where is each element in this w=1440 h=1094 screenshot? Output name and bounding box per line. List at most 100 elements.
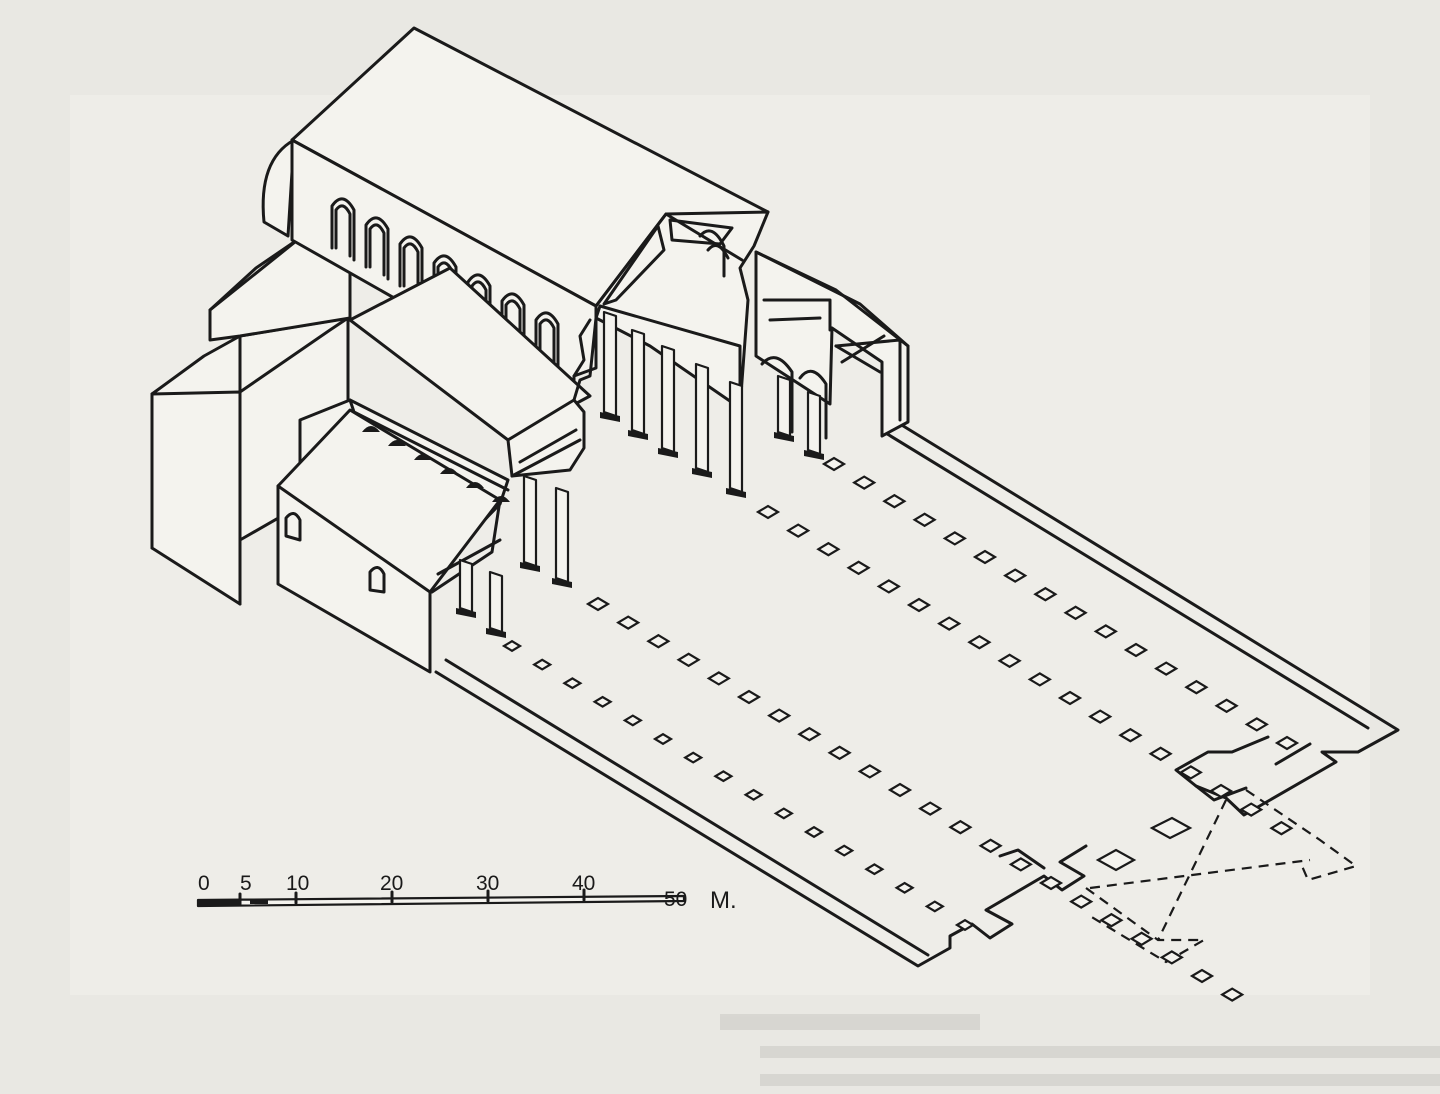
pier bbox=[622, 714, 643, 727]
column-base bbox=[520, 562, 540, 572]
pier bbox=[978, 838, 1003, 854]
pier bbox=[906, 597, 932, 613]
column-shaft bbox=[488, 570, 504, 634]
column-shaft bbox=[776, 374, 792, 438]
pier bbox=[1063, 605, 1088, 621]
pier bbox=[1088, 709, 1113, 724]
clerestory-window-reveal bbox=[538, 318, 556, 372]
clerestory-window bbox=[364, 216, 390, 281]
left-aisle bbox=[276, 266, 592, 674]
clerestory-window bbox=[432, 254, 458, 319]
scale-tick-10: 10 bbox=[286, 872, 309, 895]
column-shaft bbox=[630, 328, 646, 436]
scale-tick-0: 0 bbox=[198, 872, 210, 895]
pier bbox=[852, 475, 877, 490]
pier bbox=[1129, 931, 1154, 947]
nave-section bbox=[506, 304, 602, 478]
pier bbox=[562, 677, 583, 690]
pier bbox=[816, 541, 841, 557]
scale-tick-50: 50 bbox=[664, 888, 687, 911]
column-base bbox=[486, 628, 506, 638]
clerestory-window bbox=[330, 197, 356, 262]
pier bbox=[501, 639, 523, 653]
pier bbox=[857, 764, 882, 779]
pier bbox=[713, 770, 734, 783]
pier bbox=[864, 863, 885, 876]
pier bbox=[592, 695, 613, 708]
column-base bbox=[774, 432, 794, 442]
pier bbox=[1093, 624, 1118, 639]
pier bbox=[894, 881, 915, 894]
transept-piers bbox=[1095, 816, 1193, 872]
pier bbox=[736, 689, 762, 705]
page-text-bleed bbox=[720, 1014, 1440, 1086]
pier bbox=[706, 671, 731, 686]
dashed-crossing bbox=[1085, 789, 1359, 964]
pier bbox=[924, 900, 945, 913]
clerestory-window-reveal bbox=[368, 223, 386, 277]
clerestory-window bbox=[398, 235, 424, 300]
scale-tick-40: 40 bbox=[572, 872, 595, 895]
pier bbox=[1159, 950, 1184, 965]
pier bbox=[1148, 746, 1173, 762]
column-shaft bbox=[806, 390, 822, 456]
pier bbox=[834, 844, 855, 857]
pier bbox=[1038, 875, 1064, 891]
aisle-arch bbox=[440, 468, 458, 474]
aisle-arch bbox=[466, 482, 484, 488]
aisle-arches bbox=[362, 426, 510, 502]
pier bbox=[773, 807, 794, 820]
scale-tick-30: 30 bbox=[476, 872, 499, 895]
pier bbox=[1189, 968, 1215, 984]
pier bbox=[1220, 987, 1245, 1002]
pier bbox=[942, 531, 967, 546]
column-shaft bbox=[694, 362, 710, 474]
column-shaft bbox=[458, 558, 474, 614]
pier bbox=[972, 549, 998, 565]
pier bbox=[797, 726, 822, 742]
pier bbox=[1274, 735, 1300, 751]
pier bbox=[1027, 672, 1052, 687]
pier bbox=[1184, 679, 1209, 695]
pier bbox=[767, 708, 792, 723]
pier bbox=[676, 652, 701, 668]
aisle-arch bbox=[388, 440, 406, 446]
pier bbox=[616, 615, 641, 630]
pier bbox=[1239, 802, 1264, 817]
nave-columns bbox=[456, 310, 824, 638]
pier bbox=[827, 745, 852, 761]
column-base bbox=[628, 430, 648, 440]
column-base bbox=[658, 448, 678, 458]
column-base bbox=[692, 468, 712, 478]
column-base bbox=[804, 450, 824, 460]
pier bbox=[1244, 717, 1269, 732]
pier bbox=[1008, 857, 1033, 872]
pier bbox=[846, 560, 871, 576]
scale-tick-20: 20 bbox=[380, 872, 403, 895]
pier bbox=[821, 456, 847, 472]
column-base bbox=[600, 412, 620, 422]
pier bbox=[876, 579, 901, 594]
pier bbox=[1178, 765, 1203, 780]
clerestory-window-reveal bbox=[402, 242, 420, 296]
column-shaft bbox=[660, 344, 676, 454]
pier bbox=[786, 523, 811, 538]
column-shaft bbox=[522, 474, 538, 568]
column-shaft bbox=[554, 486, 570, 584]
pier bbox=[912, 512, 937, 528]
scale-bar-black-segment-2 bbox=[250, 899, 268, 904]
pier bbox=[954, 918, 976, 932]
pier bbox=[803, 825, 825, 839]
pier bbox=[1123, 642, 1149, 658]
clerestory-window bbox=[500, 292, 526, 357]
pier bbox=[585, 596, 611, 612]
nave-piers bbox=[501, 456, 1300, 1002]
clerestory-window-reveal bbox=[470, 280, 488, 334]
clerestory-windows bbox=[330, 197, 560, 376]
pier bbox=[1099, 912, 1124, 928]
scale-bar: 0 5 10 20 30 40 50 M. bbox=[196, 872, 737, 914]
pier bbox=[683, 751, 704, 764]
column-base bbox=[456, 608, 476, 618]
clerestory-window bbox=[466, 273, 492, 338]
